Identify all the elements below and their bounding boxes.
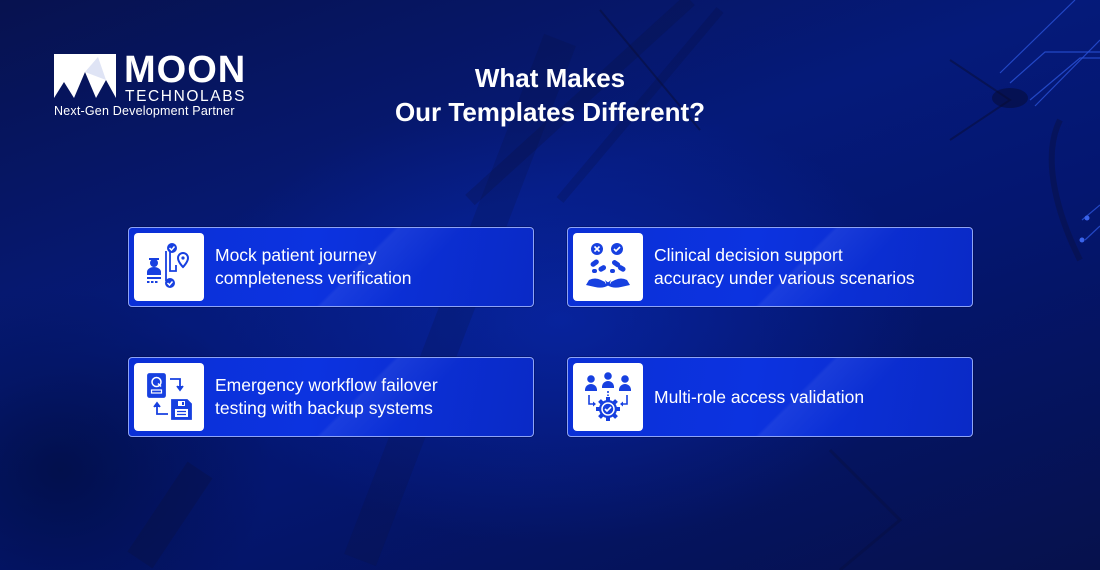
- feature-card-multi-role-access: Multi-role access validation: [567, 357, 973, 437]
- page-title-line-2: Our Templates Different?: [394, 97, 706, 127]
- icon-tile: [573, 233, 643, 301]
- logo-subbrand-text: TECHNOLABS: [125, 88, 247, 105]
- icon-tile: [573, 363, 643, 431]
- feature-text-line-2: testing with backup systems: [215, 398, 433, 418]
- feature-card-clinical-decision: Clinical decision support accuracy under…: [567, 227, 973, 307]
- feature-text: Emergency workflow failover testing with…: [215, 374, 438, 420]
- patient-journey-icon: [147, 243, 190, 288]
- clinical-decision-icon: [586, 243, 630, 288]
- feature-text: Multi-role access validation: [654, 386, 864, 409]
- logo-brand-text: MOON: [124, 49, 247, 91]
- feature-text-line-1: Emergency workflow failover: [215, 375, 438, 395]
- company-logo: MOON TECHNOLABS Next-Gen Development Par…: [54, 49, 254, 122]
- multi-role-access-icon: [585, 372, 631, 421]
- feature-text: Mock patient journey completeness verifi…: [215, 244, 411, 290]
- icon-tile: [134, 233, 204, 301]
- backup-failover-icon: [147, 373, 192, 420]
- feature-card-patient-journey: Mock patient journey completeness verifi…: [128, 227, 534, 307]
- feature-text-line-2: completeness verification: [215, 268, 412, 288]
- page-title: What Makes Our Templates Different?: [300, 61, 800, 129]
- moon-technolabs-logo-mark-icon: [54, 54, 116, 98]
- icon-tile: [134, 363, 204, 431]
- feature-card-failover-testing: Emergency workflow failover testing with…: [128, 357, 534, 437]
- feature-text-line-1: Mock patient journey: [215, 245, 377, 265]
- feature-text-line-1: Multi-role access validation: [654, 386, 865, 407]
- page-title-line-1: What Makes: [474, 63, 626, 93]
- feature-text: Clinical decision support accuracy under…: [654, 244, 915, 290]
- feature-text-line-2: accuracy under various scenarios: [654, 268, 915, 288]
- feature-text-line-1: Clinical decision support: [654, 245, 843, 265]
- logo-tagline: Next-Gen Development Partner: [54, 104, 235, 118]
